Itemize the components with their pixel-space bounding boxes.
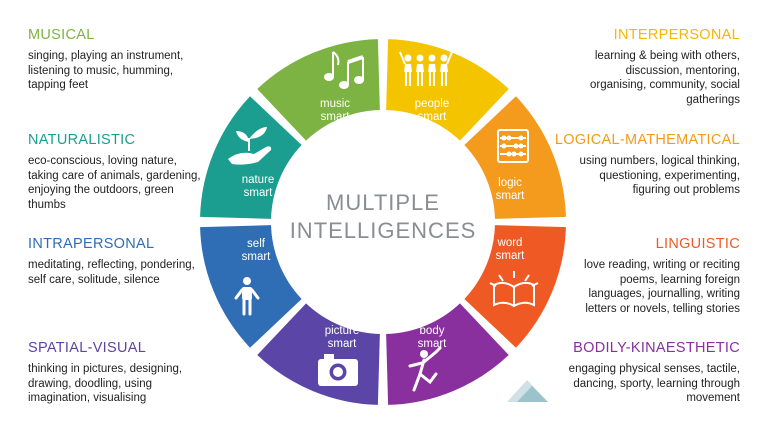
music-notes-icon xyxy=(324,51,364,89)
logical-smart-segment xyxy=(464,96,566,219)
nature-smart-label-1: nature xyxy=(242,174,275,186)
word-smart-label-1: word xyxy=(497,237,523,249)
picture-smart-label-1: picture xyxy=(325,325,360,337)
linguistic-description: love reading, writing or reciting poems,… xyxy=(584,259,740,315)
logic-smart-label-2: smart xyxy=(496,190,526,202)
self-smart-label-1: self xyxy=(247,238,266,250)
body-smart-label-2: smart xyxy=(418,338,448,350)
musical-title: MUSICAL xyxy=(28,27,95,43)
interpersonal-smart-segment xyxy=(386,39,509,141)
logic-smart-label-1: logic xyxy=(498,177,522,189)
center-title-line1: MULTIPLE xyxy=(326,190,440,215)
center-label: MULTIPLE INTELLIGENCES xyxy=(290,190,477,243)
linguistic-title: LINGUISTIC xyxy=(655,236,740,252)
musical-smart-segment xyxy=(257,39,380,141)
logical-title: LOGICAL-MATHEMATICAL xyxy=(554,132,740,148)
people-smart-label-1: people xyxy=(415,98,450,110)
open-book-icon xyxy=(489,271,539,308)
people-smart-label-2: smart xyxy=(418,111,448,123)
logical-description: using numbers, logical thinking, questio… xyxy=(579,155,740,196)
spatial-title: SPATIAL-VISUAL xyxy=(28,340,147,356)
bodily-description: engaging physical senses, tactile, danci… xyxy=(568,363,740,404)
word-smart-label-2: smart xyxy=(496,250,526,262)
music-smart-label-2: smart xyxy=(321,111,351,123)
center-title-line2: INTELLIGENCES xyxy=(290,218,477,243)
bodily-title: BODILY-KINAESTHETIC xyxy=(573,340,740,356)
segment-labels: music smart people smart logic smart wor… xyxy=(242,98,526,350)
intrapersonal-title: INTRAPERSONAL xyxy=(28,236,155,252)
interpersonal-block: INTERPERSONAL learning & being with othe… xyxy=(525,27,740,107)
plant-in-hand-icon xyxy=(228,127,272,165)
body-smart-label-1: body xyxy=(420,325,445,337)
intrapersonal-block: INTRAPERSONAL meditating, reflecting, po… xyxy=(28,236,243,287)
naturalistic-block: NATURALISTIC eco-conscious, loving natur… xyxy=(28,132,243,212)
abacus-icon xyxy=(497,129,529,163)
nature-smart-label-2: smart xyxy=(244,187,274,199)
logical-block: LOGICAL-MATHEMATICAL using numbers, logi… xyxy=(525,132,740,198)
naturalistic-title: NATURALISTIC xyxy=(28,132,136,148)
dancer-icon xyxy=(408,346,442,392)
linguistic-block: LINGUISTIC love reading, writing or reci… xyxy=(525,236,740,316)
naturalistic-description: eco-conscious, loving nature, taking car… xyxy=(28,155,201,211)
musical-description: singing, playing an instrument, listenin… xyxy=(28,50,184,91)
interpersonal-description: learning & being with others, discussion… xyxy=(590,50,740,106)
self-smart-label-2: smart xyxy=(242,251,272,263)
bodily-block: BODILY-KINAESTHETIC engaging physical se… xyxy=(525,340,740,406)
spatial-description: thinking in pictures, designing, drawing… xyxy=(28,363,183,404)
musical-block: MUSICAL singing, playing an instrument, … xyxy=(28,27,243,93)
interpersonal-title: INTERPERSONAL xyxy=(613,27,740,43)
spatial-block: SPATIAL-VISUAL thinking in pictures, des… xyxy=(28,340,243,406)
intrapersonal-smart-segment xyxy=(200,225,302,348)
picture-smart-label-2: smart xyxy=(328,338,358,350)
person-icon xyxy=(234,277,260,316)
camera-icon xyxy=(318,354,358,386)
intrapersonal-description: meditating, reflecting, pondering, self … xyxy=(28,259,195,286)
logo-mark xyxy=(507,380,548,402)
music-smart-label-1: music xyxy=(320,98,350,110)
people-group-icon xyxy=(399,51,453,86)
